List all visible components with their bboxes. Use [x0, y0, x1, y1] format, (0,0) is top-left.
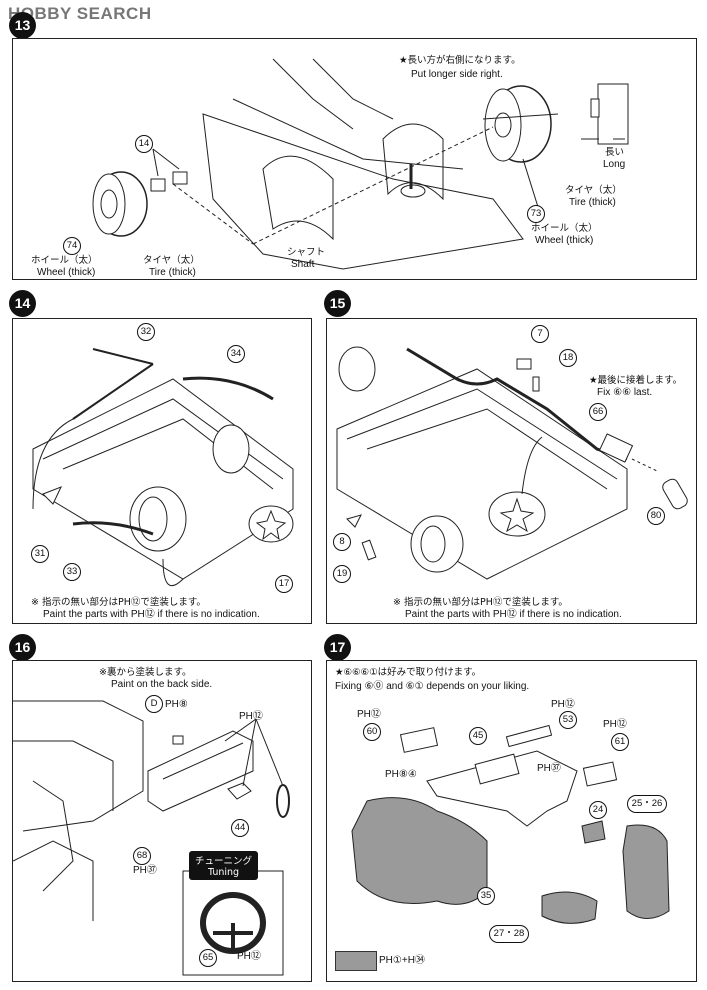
step-15-number: 15 — [324, 290, 351, 317]
part-65: 65 — [199, 949, 217, 967]
hobby-search-logo: HOBBY SEARCH — [8, 4, 152, 23]
step-13-tire-right-en: Tire (thick) — [569, 197, 616, 208]
decal-d: D — [145, 695, 163, 713]
step-14-note-en: Paint the parts with PH⑫ if there is no … — [43, 609, 260, 620]
step-17-paint-12c: PH⑫ — [603, 719, 627, 730]
step-13-tire-left-jp: タイヤ（太） — [143, 255, 200, 266]
tuning-jp: チューニング — [195, 856, 253, 867]
part-31: 31 — [31, 545, 49, 563]
step-14-drawing — [32, 348, 294, 587]
step-16-number: 16 — [9, 634, 36, 661]
step-16-paint-37: PH㊲ — [133, 865, 157, 876]
site-header: HOBBY SEARCH — [0, 0, 707, 30]
step-15-note-jp: ※ 指示の無い部分はPH⑫で塗装します。 — [393, 597, 568, 608]
step-17-drawing — [351, 724, 670, 924]
part-14: 14 — [135, 135, 153, 153]
part-19: 19 — [333, 565, 351, 583]
step-13-shaft-en: Shaft — [291, 259, 315, 270]
step-16-note-jp: ※裏から塗装します。 — [99, 667, 192, 678]
step-13-shaft-jp: シャフト — [287, 247, 326, 258]
swatch-label: PH①+H㉞ — [379, 955, 425, 966]
step-15-last-jp: ★最後に接着します。 — [589, 375, 683, 386]
step-17-number: 17 — [324, 634, 351, 661]
step-13-long-en: Long — [603, 159, 626, 170]
step-15-panel: 7 18 ★最後に接着します。 Fix ⑥⑥ last. 66 80 8 19 … — [326, 318, 697, 624]
step-15-note-en: Paint the parts with PH⑫ if there is no … — [405, 609, 622, 620]
step-17-panel: ★⑥⑥⑥①は好みで取り付けます。 Fixing ⑥⓪ and ⑥① depend… — [326, 660, 697, 982]
step-14-number: 14 — [9, 290, 36, 317]
part-73: 73 — [527, 205, 545, 223]
part-45: 45 — [469, 727, 487, 745]
step-16-paint-12b: PH⑫ — [237, 951, 261, 962]
paint-swatch — [335, 951, 377, 971]
step-16-panel: ※裏から塗装します。 Paint on the back side. D PH⑧… — [12, 660, 312, 982]
step-13-note-en: Put longer side right. — [411, 69, 503, 80]
step-13-tire-right-jp: タイヤ（太） — [565, 185, 622, 196]
step-17-note-en: Fixing ⑥⓪ and ⑥① depends on your liking. — [335, 681, 530, 692]
step-13-drawing — [92, 58, 629, 270]
part-25-26: 25・26 — [627, 795, 667, 813]
tuning-en: Tuning — [207, 867, 240, 878]
step-13-number: 13 — [9, 12, 36, 39]
step-16-note-en: Paint on the back side. — [111, 679, 213, 690]
step-16-paint-12a: PH⑫ — [239, 711, 263, 722]
part-34: 34 — [227, 345, 245, 363]
step-17-paint-84: PH⑧④ — [385, 769, 417, 780]
part-8: 8 — [333, 533, 351, 551]
tuning-badge: チューニング Tuning — [189, 851, 259, 880]
part-33: 33 — [63, 563, 81, 581]
part-35: 35 — [477, 887, 495, 905]
part-60: 60 — [363, 723, 381, 741]
step-16-paint-8: PH⑧ — [165, 699, 188, 710]
part-80: 80 — [647, 507, 665, 525]
step-17-note-jp: ★⑥⑥⑥①は好みで取り付けます。 — [335, 667, 482, 678]
step-15-last-en: Fix ⑥⑥ last. — [597, 387, 653, 398]
part-44: 44 — [231, 819, 249, 837]
part-17: 17 — [275, 575, 293, 593]
step-13-wheel-right-jp: ホイール（太） — [531, 223, 598, 234]
part-32: 32 — [137, 323, 155, 341]
step-13-note-jp: ★長い方が右側になります。 — [399, 55, 521, 66]
part-74: 74 — [63, 237, 81, 255]
step-14-panel: 32 34 31 33 17 ※ 指示の無い部分はPH⑫で塗装します。 Pain… — [12, 318, 312, 624]
part-7: 7 — [531, 325, 549, 343]
step-14-note-jp: ※ 指示の無い部分はPH⑫で塗装します。 — [31, 597, 206, 608]
step-13-long-jp: 長い — [605, 147, 625, 158]
step-17-paint-12a: PH⑫ — [357, 709, 381, 720]
part-18: 18 — [559, 349, 577, 367]
part-24: 24 — [589, 801, 607, 819]
step-13-wheel-left-jp: ホイール（太） — [31, 255, 98, 266]
step-13-wheel-left-en: Wheel (thick) — [37, 267, 96, 278]
part-27-28: 27・28 — [489, 925, 529, 943]
part-61: 61 — [611, 733, 629, 751]
step-13-panel: ★長い方が右側になります。 Put longer side right. 長い … — [12, 38, 697, 280]
step-13-wheel-right-en: Wheel (thick) — [535, 235, 594, 246]
step-13-tire-left-en: Tire (thick) — [149, 267, 196, 278]
part-53: 53 — [559, 711, 577, 729]
step-15-drawing — [336, 346, 688, 580]
part-68: 68 — [133, 847, 151, 865]
part-66: 66 — [589, 403, 607, 421]
step-17-paint-37: PH㊲ — [537, 763, 561, 774]
step-16-drawing — [13, 700, 290, 976]
step-17-paint-12b: PH⑫ — [551, 699, 575, 710]
